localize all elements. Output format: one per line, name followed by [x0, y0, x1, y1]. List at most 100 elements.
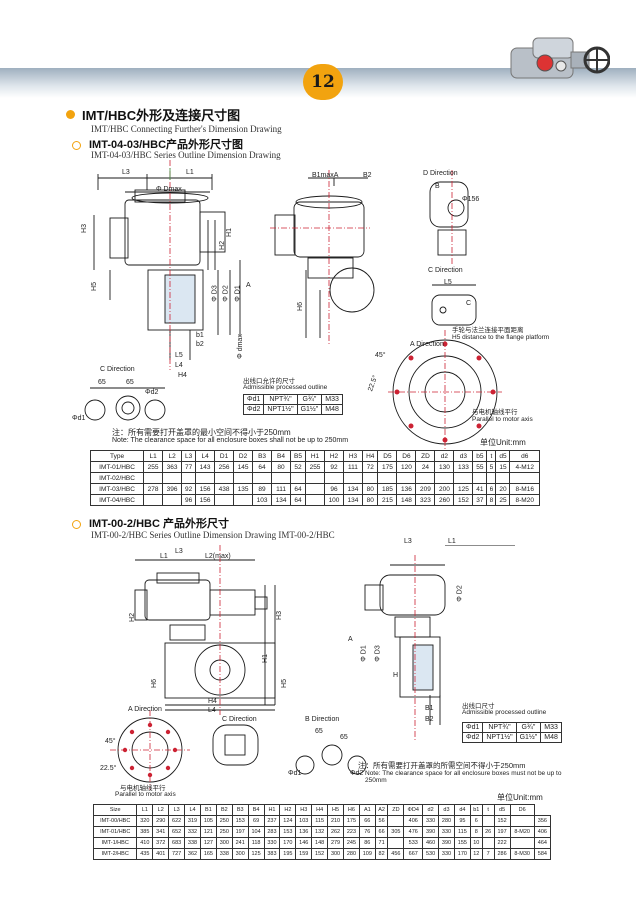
table-cell: IMT-01/HBC — [92, 826, 138, 838]
table-cell: 66 — [374, 826, 389, 838]
table-header-cell: H2 — [279, 804, 297, 816]
table-cell: 338 — [215, 848, 233, 860]
table-cell: 6 — [486, 483, 497, 495]
table-header-cell: D6 — [509, 804, 535, 816]
table-cell: 406 — [403, 815, 424, 827]
table-cell: G1½" — [515, 732, 542, 743]
table-cell — [377, 472, 398, 484]
table-cell: 464 — [533, 837, 552, 849]
table-cell: 320 — [136, 815, 154, 827]
dim-h3: H3 — [80, 224, 88, 233]
table-cell: 237 — [263, 815, 281, 827]
c-note-cn: 手轮与法兰连接平面距离 — [452, 327, 524, 334]
table-row: Φd2 NPT1½" G1½" M48 — [461, 732, 562, 743]
table-header-cell: B1 — [199, 804, 217, 816]
table-cell — [361, 472, 379, 484]
table-cell: 155 — [453, 837, 471, 849]
table-header-cell: b1 — [469, 804, 483, 816]
table-cell: 330 — [422, 815, 440, 827]
table-cell: G1½" — [296, 404, 323, 415]
section-bullet — [66, 110, 75, 119]
table-cell: 95 — [453, 815, 471, 827]
table-cell: 153 — [231, 815, 249, 827]
table-header-cell: H5 — [327, 804, 344, 816]
table-cell: 15 — [495, 461, 511, 473]
space-note-en: Note: The clearance space for all enclos… — [365, 770, 562, 784]
table-cell: 80 — [361, 483, 379, 495]
table-cell — [434, 472, 455, 484]
table-cell: 148 — [311, 837, 329, 849]
table-cell — [214, 494, 235, 506]
table-cell: 134 — [342, 494, 363, 506]
dim-b1max: B1maxA — [312, 172, 339, 179]
table-cell: 383 — [263, 848, 281, 860]
table-header-cell: L1 — [136, 804, 154, 816]
table-cell: 209 — [415, 483, 436, 495]
table-cell: 396 — [162, 483, 183, 495]
table-header-cell: Size — [92, 804, 138, 816]
table-cell: 300 — [215, 837, 233, 849]
dim-h4: H4 — [178, 372, 187, 379]
table-cell: 134 — [271, 494, 292, 506]
table-cell: 195 — [279, 848, 297, 860]
outlet-table-title-cn: 出线口允许的尺寸 — [243, 378, 295, 385]
table-cell: 197 — [231, 826, 249, 838]
section2-title-cn: IMT-04-03/HBC产品外形尺寸图 — [89, 139, 244, 151]
table-cell: 124 — [279, 815, 297, 827]
table-cell: G¾" — [515, 722, 542, 733]
table-header-cell: d5 — [493, 804, 511, 816]
dim-c-d2: Φd2 — [145, 389, 159, 396]
table-cell — [495, 472, 511, 484]
imt04-outline-drawing — [84, 160, 502, 450]
table-cell: 332 — [184, 826, 201, 838]
table-cell: 77 — [181, 461, 197, 473]
table-header-cell: H4 — [311, 804, 329, 816]
table-cell — [305, 472, 325, 484]
table-cell — [233, 472, 254, 484]
table-cell: 372 — [152, 837, 170, 849]
c-direction-label: C Direction — [428, 267, 463, 274]
dim-c-65b: 65 — [126, 379, 134, 386]
outlet-table-title-en: Admissible processed outline — [243, 384, 328, 391]
table-cell: 530 — [422, 848, 440, 860]
table-header-cell: L3 — [181, 450, 197, 462]
table-cell: 319 — [184, 815, 201, 827]
table-cell: 278 — [143, 483, 164, 495]
table-cell — [195, 472, 216, 484]
table-cell: 103 — [252, 494, 273, 506]
table-cell: 300 — [327, 848, 344, 860]
table-cell: 71 — [374, 837, 389, 849]
table-cell: 41 — [472, 483, 488, 495]
table-cell: 64 — [290, 483, 307, 495]
dim-h2: H2 — [218, 241, 226, 250]
table-cell: 10 — [469, 837, 483, 849]
table-cell: 280 — [342, 848, 360, 860]
table-cell: 280 — [438, 815, 455, 827]
dim-d1: Φ D1 — [234, 285, 242, 302]
table-cell: 200 — [434, 483, 455, 495]
table-cell: 667 — [403, 848, 424, 860]
dim-d156: Φ156 — [462, 196, 480, 203]
table-header-cell: d4 — [453, 804, 471, 816]
table-cell: 438 — [214, 483, 235, 495]
dim-l3: L3 — [175, 548, 183, 555]
dim-l4: L4 — [208, 707, 216, 714]
table-cell: 223 — [342, 826, 360, 838]
table-cell: G¾" — [296, 394, 323, 405]
table-cell: 136 — [396, 483, 417, 495]
table-cell: 622 — [168, 815, 186, 827]
table-cell — [481, 815, 495, 827]
table-header-cell: B3 — [231, 804, 249, 816]
table-cell: 153 — [279, 826, 297, 838]
imt00-outline-drawing — [110, 545, 515, 790]
dim-l1: L1 — [186, 169, 194, 176]
table-cell: 148 — [396, 494, 417, 506]
table-header-cell: A1 — [358, 804, 376, 816]
table-cell: IMT-03/HBC — [89, 483, 145, 495]
table-cell: 456 — [387, 848, 405, 860]
dim-r-h: H — [393, 672, 399, 679]
